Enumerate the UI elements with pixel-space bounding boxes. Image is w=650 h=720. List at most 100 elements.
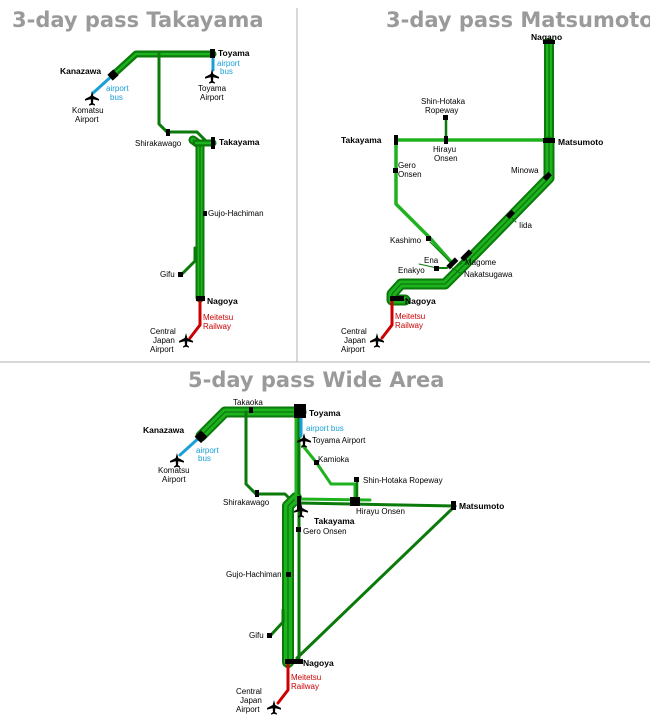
station-matsumoto <box>451 501 456 510</box>
map-matsumoto <box>380 38 555 340</box>
label-meitetsu-railway: Meitetsu <box>395 312 425 321</box>
label-iida: Iida <box>519 221 532 230</box>
label-airport-bus: airport <box>106 84 129 93</box>
station-magome <box>460 249 473 262</box>
label-centrair: Central <box>236 687 262 696</box>
label-gifu: Gifu <box>249 631 264 640</box>
airplane-icon <box>370 333 384 348</box>
station-shirakawago <box>255 490 259 497</box>
label-meitetsu-railway: Meitetsu <box>203 313 233 322</box>
label-matsumoto: Matsumoto <box>459 501 504 511</box>
label-shin-hotaka-ropeway: Shin-Hotaka <box>421 97 466 106</box>
line-gifu-branch <box>268 608 285 638</box>
label-shirakawago: Shirakawago <box>223 498 270 507</box>
station-takayama <box>297 496 301 510</box>
line-matsumoto-nagoya <box>295 504 457 660</box>
label-matsumoto: Matsumoto <box>558 137 603 147</box>
station-gifu <box>267 633 272 638</box>
station-kanazawa <box>194 430 208 444</box>
line-gifu-branch <box>179 246 197 277</box>
line-takayama-matsumoto <box>297 501 457 508</box>
label-meitetsu-railway: Railway <box>291 682 319 691</box>
label-meitetsu-railway: Railway <box>395 321 423 330</box>
label-shin-hotaka-ropeway: Ropeway <box>425 106 458 115</box>
label-gujo-hachiman: Gujo-Hachiman <box>208 209 264 218</box>
station-gero <box>296 527 301 532</box>
label-toyama: Toyama <box>309 408 341 418</box>
station-nagoya <box>390 296 404 301</box>
line-kamioka-branch <box>301 444 357 502</box>
station-nagoya <box>285 659 303 664</box>
station-iida <box>505 209 515 219</box>
airplane-icon <box>85 91 99 106</box>
label-nagoya: Nagoya <box>303 658 334 668</box>
title-takayama-pass: 3-day pass Takayama <box>12 8 264 32</box>
label-centrair: Japan <box>240 696 262 705</box>
label-enakyo: Enakyo <box>398 266 425 275</box>
label-kamioka: Kamioka <box>318 455 350 464</box>
station-gifu <box>178 272 183 277</box>
label-gero-onsen: Gero Onsen <box>303 527 347 536</box>
station-shinhotaka <box>443 115 448 120</box>
title-wide-area-pass: 5-day pass Wide Area <box>188 368 445 392</box>
label-takaoka: Takaoka <box>233 398 263 407</box>
label-kanazawa: Kanazawa <box>143 425 184 435</box>
title-matsumoto-pass: 3-day pass Matsumoto <box>386 8 650 32</box>
station-kamioka <box>314 460 319 465</box>
label-nagoya: Nagoya <box>207 296 238 306</box>
station-takayama <box>394 135 398 145</box>
line-shirakawago-branch <box>244 410 296 505</box>
label-takayama: Takayama <box>314 516 355 526</box>
label-hirayu-onsen: Hirayu Onsen <box>356 507 405 516</box>
label-nagoya: Nagoya <box>405 296 436 306</box>
label-komatsu-airport: Airport <box>162 475 186 484</box>
label-airport-bus: bus <box>198 454 211 463</box>
station-shirakawago <box>166 129 170 136</box>
label-toyama: Toyama <box>218 48 250 58</box>
label-centrair: Central <box>341 327 367 336</box>
label-nagano: Nagano <box>531 32 562 42</box>
line-shirakawago-branch <box>157 52 207 142</box>
label-centrair: Japan <box>344 336 366 345</box>
station-nagano <box>543 40 555 44</box>
label-minowa: Minowa <box>511 166 539 175</box>
label-kashimo: Kashimo <box>390 236 422 245</box>
label-shin-hotaka-ropeway: Shin-Hotaka Ropeway <box>363 476 443 485</box>
station-kanazawa <box>107 69 119 81</box>
station-toyama <box>294 404 306 418</box>
label-centrair: Japan <box>153 336 175 345</box>
meitetsu-line <box>188 296 202 340</box>
label-ena: Ena <box>424 256 439 265</box>
station-shinhotaka <box>354 477 359 482</box>
label-kanazawa: Kanazawa <box>60 66 101 76</box>
label-airport-bus: bus <box>220 67 233 76</box>
label-gifu: Gifu <box>160 270 175 279</box>
label-komatsu-airport: Airport <box>75 115 99 124</box>
bus-kanazawa-komatsu <box>91 73 115 95</box>
station-minowa <box>542 171 552 181</box>
airplane-icon <box>205 69 219 84</box>
label-centrair: Airport <box>236 705 260 714</box>
station-hirayu <box>350 497 360 506</box>
label-hirayu-onsen: Onsen <box>434 154 458 163</box>
label-centrair: Airport <box>341 345 365 354</box>
station-enakyo <box>434 266 439 271</box>
label-centrair: Airport <box>150 345 174 354</box>
label-gujo-hachiman: Gujo-Hachiman <box>226 570 282 579</box>
label-komatsu-airport: Komatsu <box>72 106 104 115</box>
line-kanazawa-toyama <box>109 50 217 79</box>
label-airport-bus: airport bus <box>306 424 344 433</box>
label-airport-bus: airport <box>217 59 240 68</box>
station-takaoka <box>249 407 253 413</box>
station-takayama <box>211 137 215 149</box>
label-gero-onsen: Onsen <box>398 170 422 179</box>
label-toyama-airport: Airport <box>200 93 224 102</box>
station-nakatsugawa <box>446 257 459 270</box>
label-airport-bus: airport <box>196 446 219 455</box>
label-meitetsu-railway: Railway <box>203 322 231 331</box>
label-centrair: Central <box>150 327 176 336</box>
label-hirayu-onsen: Hirayu <box>433 145 456 154</box>
label-airport-bus: bus <box>110 93 123 102</box>
label-takayama: Takayama <box>341 135 382 145</box>
station-gujo <box>286 572 291 577</box>
